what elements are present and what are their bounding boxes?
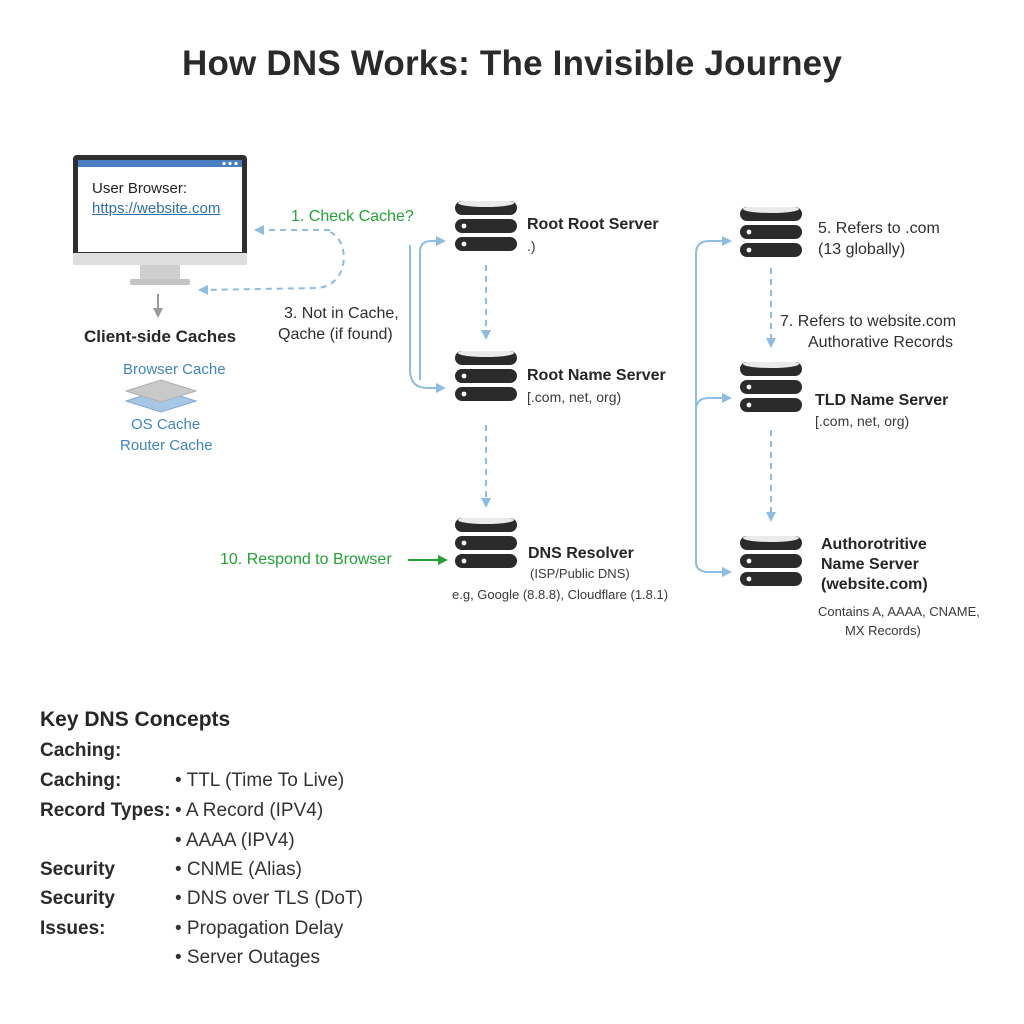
step-refers-com-line1: 5. Refers to .com (818, 220, 940, 237)
check-cache-loop-arrow (198, 231, 345, 295)
concept-term: Issues: (40, 918, 106, 939)
concept-item: • A Record (IPV4) (175, 800, 324, 821)
root-name-server-sub: [.com, net, org) (527, 389, 622, 405)
to-auth-arrow (695, 561, 732, 577)
auth-server-name-line3: (website.com) (821, 576, 928, 593)
client-caches-title: Client-side Caches (84, 327, 237, 346)
concept-term: Security (40, 888, 115, 909)
step-check-cache: 1. Check Cache? (291, 208, 414, 225)
step-refers-com-line2: (13 globally) (818, 241, 906, 258)
concept-term: Caching: (40, 770, 122, 791)
auth-server-name-line2: Name Server (821, 556, 919, 573)
auth-server-note-line2: MX Records) (845, 623, 921, 638)
dns-resolver-name: DNS Resolver (528, 545, 634, 562)
step-respond: 10. Respond to Browser (220, 551, 392, 568)
dns-resolver-server-icon (455, 516, 517, 568)
to-top-server-arrow (695, 236, 732, 255)
cache-layers-icon (124, 379, 198, 413)
concept-item: • TTL (Time To Live) (175, 770, 345, 791)
browser-cache-label: Browser Cache (123, 361, 226, 378)
os-cache-label: OS Cache (131, 416, 201, 433)
dns-resolver-note: e.g, Google (8.8.8), Cloudflare (1.8.1) (452, 587, 669, 602)
step-refers-website-line2: Authorative Records (808, 334, 953, 351)
step-refers-website-line1: 7. Refers to website.com (780, 313, 957, 330)
step-not-in-cache-line2: Qache (if found) (278, 326, 393, 343)
step-not-in-cache-line1: 3. Not in Cache, (284, 305, 399, 322)
page-title: How DNS Works: The Invisible Journey (181, 44, 842, 83)
concept-item: • Propagation Delay (175, 918, 344, 939)
dns-resolver-sub: (ISP/Public DNS) (530, 566, 630, 581)
concept-item: • CNME (Alias) (175, 859, 302, 880)
concept-term: Record Types: (40, 800, 171, 821)
tld-server-icon (740, 360, 802, 412)
concept-item: • AAAA (IPV4) (175, 830, 295, 851)
auth-server-name-line1: Authorotritive (821, 536, 927, 553)
concept-item: • Server Outages (175, 947, 320, 968)
tld-server-sub: [.com, net, org) (815, 413, 910, 429)
concepts-title: Key DNS Concepts (40, 708, 231, 731)
concept-item: • DNS over TLS (DoT) (175, 888, 363, 909)
root-root-server-name: Root Root Server (527, 216, 659, 233)
root-root-server-sub: .) (527, 238, 536, 254)
to-root-name-arrow (409, 369, 446, 393)
concept-term: Caching: (40, 740, 122, 761)
auth-server-note-line1: Contains A, AAAA, CNAME, (818, 604, 980, 619)
browser-monitor-icon (73, 155, 247, 285)
concept-term: Security (40, 859, 115, 880)
to-root-root-arrow (419, 236, 446, 380)
router-cache-label: Router Cache (120, 437, 213, 454)
browser-label: User Browser: (92, 180, 188, 197)
to-tld-arrow (695, 393, 732, 411)
top-right-server-icon (740, 205, 802, 257)
tld-server-name: TLD Name Server (815, 392, 949, 409)
browser-url-link[interactable]: https://website.com (92, 200, 221, 217)
root-root-server-icon (455, 199, 517, 251)
root-name-server-icon (455, 349, 517, 401)
root-name-server-name: Root Name Server (527, 367, 666, 384)
auth-server-icon (740, 534, 802, 586)
